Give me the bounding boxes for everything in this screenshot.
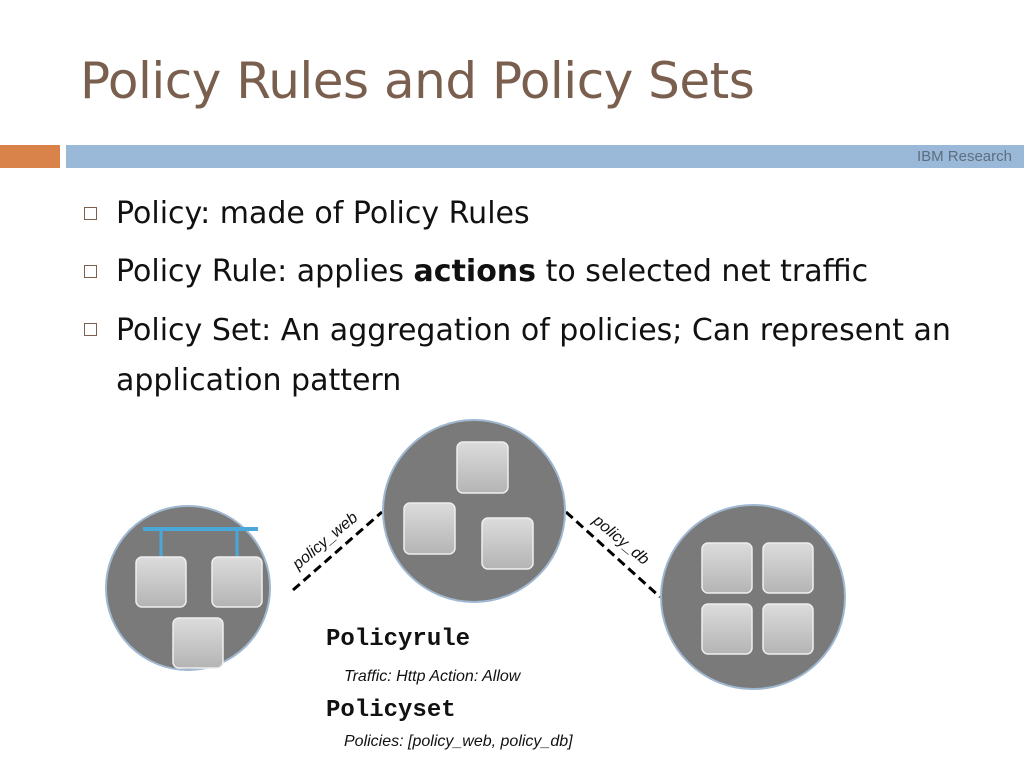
server-node — [701, 603, 753, 655]
server-node — [172, 617, 224, 669]
web-tier-circle — [105, 505, 271, 671]
server-node — [403, 502, 456, 555]
server-node — [762, 603, 814, 655]
server-node — [456, 441, 509, 494]
slide-title: Policy Rules and Policy Sets — [80, 52, 755, 110]
policyset-heading: Policyset — [326, 697, 456, 724]
bullet-item: Policy Set: An aggregation of policies; … — [82, 306, 982, 406]
link-policy-web — [292, 510, 383, 592]
bullet-text: Policy Set: An aggregation of policies; … — [116, 313, 951, 398]
policyset-description: Policies: [policy_web, policy_db] — [344, 733, 573, 750]
bullet-text-before: Policy Rule: applies — [116, 254, 414, 289]
web-tier-group — [105, 505, 271, 671]
server-node — [211, 556, 263, 608]
server-node — [481, 517, 534, 570]
server-node — [135, 556, 187, 608]
bullet-text-after: to selected net traffic — [536, 254, 869, 289]
header-bar-accent — [0, 145, 60, 168]
policyrule-description: Traffic: Http Action: Allow — [344, 668, 521, 685]
bullet-text: Policy: made of Policy Rules — [116, 196, 530, 231]
bullet-item: Policy: made of Policy Rules — [82, 190, 982, 238]
server-node — [762, 542, 814, 594]
bullet-list: Policy: made of Policy Rules Policy Rule… — [82, 190, 982, 416]
bullet-square-icon — [84, 207, 97, 220]
app-tier-group — [382, 419, 566, 603]
db-tier-group — [660, 504, 846, 690]
bullet-square-icon — [84, 323, 97, 336]
db-tier-circle — [660, 504, 846, 690]
header-bar — [66, 145, 1024, 168]
server-node — [701, 542, 753, 594]
bullet-text-bold: actions — [413, 254, 537, 289]
policyrule-heading: Policyrule — [326, 626, 471, 653]
brand-label: IBM Research — [916, 148, 1012, 165]
link-policy-db — [564, 510, 662, 599]
bullet-square-icon — [84, 265, 97, 278]
bullet-item: Policy Rule: applies actions to selected… — [82, 248, 982, 296]
